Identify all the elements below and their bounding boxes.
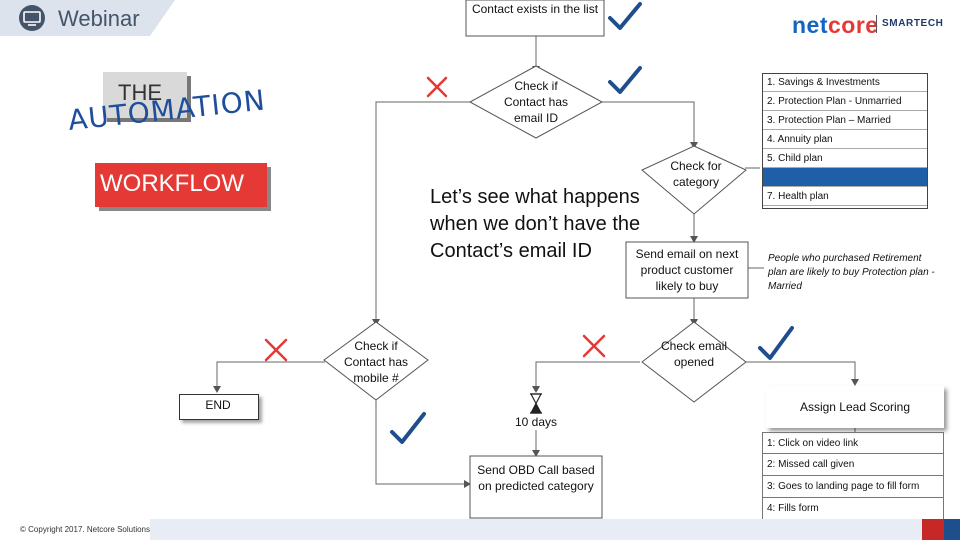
title-the: THE <box>118 80 162 105</box>
check-icon <box>390 412 426 444</box>
plan-item: 5. Child plan <box>762 149 928 168</box>
check-icon <box>608 2 642 30</box>
footer-red-block <box>922 519 944 540</box>
copyright-label: Copyright 2017. Netcore Solutions <box>28 525 150 534</box>
send-obd-box <box>469 455 603 519</box>
send-obd-label: Send OBD Call based on predicted categor… <box>477 463 595 493</box>
cross-icon <box>264 338 288 362</box>
copyright-icon: © <box>20 525 26 534</box>
send-email-box <box>625 241 749 299</box>
score-list: 1: Click on video link 2: Missed call gi… <box>762 432 944 520</box>
contact-exists-label: Contact exists in the list <box>471 2 599 16</box>
plan-note: People who purchased Retirement plan are… <box>768 253 935 292</box>
score-item: 2: Missed call given <box>762 454 944 476</box>
check-opened-diamond <box>641 321 747 403</box>
plan-item: 1. Savings & Investments <box>762 73 928 92</box>
check-category-diamond <box>641 145 747 215</box>
narration-text: Let’s see what happens when we don’t hav… <box>430 186 641 262</box>
check-email-label: Check if Contact has email ID <box>503 79 569 125</box>
plan-list: 1. Savings & Investments 2. Protection P… <box>762 73 928 209</box>
end-box <box>179 394 259 420</box>
webinar-label: Webinar <box>58 6 140 31</box>
title-the-box <box>103 72 187 118</box>
check-mobile-diamond <box>323 321 429 401</box>
hourglass-icon <box>530 393 542 414</box>
title-workflow: WORKFLOW <box>100 170 244 197</box>
plan-item: 3. Protection Plan – Married <box>762 111 928 130</box>
check-icon <box>608 66 642 94</box>
logo-divider <box>876 15 877 33</box>
end-label: END <box>205 398 231 412</box>
check-category-label: Check for category <box>670 159 722 189</box>
plan-item-highlighted: 6. Retirement plan <box>762 168 928 187</box>
logo-net-text: net <box>792 12 828 38</box>
lead-scoring-label: Assign Lead Scoring <box>799 400 911 414</box>
footer-strip <box>150 519 960 540</box>
send-email-label: Send email on next product customer like… <box>635 247 739 293</box>
plan-item: 2. Protection Plan - Unmarried <box>762 92 928 111</box>
cross-icon <box>582 334 606 358</box>
check-email-diamond <box>468 65 604 139</box>
connector-lines <box>213 36 859 488</box>
check-icon <box>758 326 794 360</box>
netcore-logo: netcore <box>792 12 879 39</box>
check-opened-label: Check email opened <box>660 339 728 369</box>
logo-core-text: core <box>828 12 879 38</box>
contact-exists-box <box>465 0 605 37</box>
score-item: 4: Fills form <box>762 498 944 520</box>
score-item: 1: Click on video link <box>762 432 944 454</box>
plan-list-frame <box>762 73 928 209</box>
score-item: 3: Goes to landing page to fill form <box>762 476 944 498</box>
lead-scoring-box <box>766 386 944 428</box>
plan-item: 7. Health plan <box>762 187 928 206</box>
footer-blue-block <box>944 519 960 540</box>
wait-label: 10 days <box>514 415 558 429</box>
title-workflow-box <box>95 163 267 207</box>
copyright-text: © Copyright 2017. Netcore Solutions <box>20 525 150 534</box>
cross-icon <box>426 76 448 98</box>
webinar-banner <box>0 0 175 36</box>
check-mobile-label: Check if Contact has mobile # <box>343 339 409 385</box>
plan-item: 4. Annuity plan <box>762 130 928 149</box>
logo-smartech: SMARTECH <box>882 18 944 29</box>
monitor-icon <box>19 5 45 31</box>
